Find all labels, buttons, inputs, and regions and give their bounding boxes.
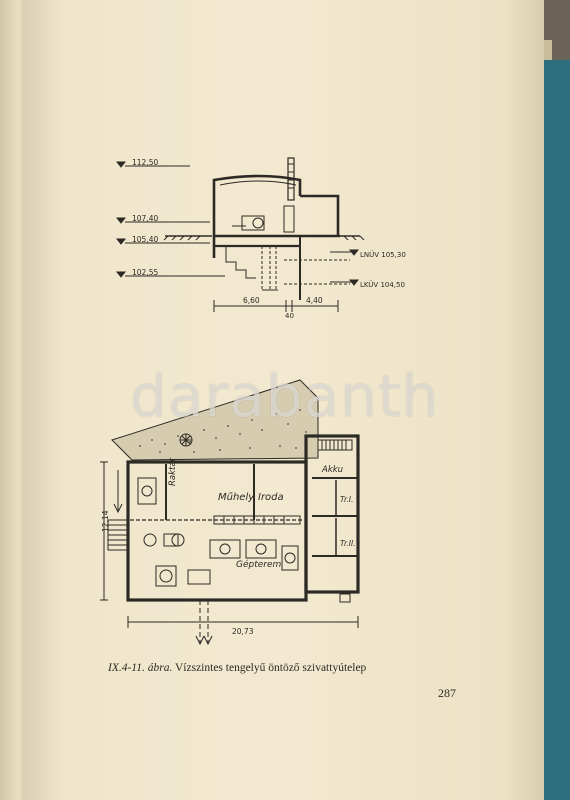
page-number: 287	[438, 686, 456, 700]
watermark: darabanth	[130, 362, 440, 430]
elevation-label: 112,50	[132, 158, 158, 167]
room-label: Akku	[321, 465, 343, 475]
elevation-label: 107,40	[132, 214, 158, 223]
room-label: Iroda	[258, 492, 284, 503]
figure-title: Vízszintes tengelyű öntöző szivattyútele…	[175, 662, 367, 674]
section-labels: 112,50 107,40 105,40 102,55 LNÜV 105,30 …	[132, 158, 406, 320]
elevation-label: 102,55	[132, 268, 158, 277]
room-label: Tr.I.	[340, 495, 353, 504]
figure-number: IX.4-11.	[108, 662, 145, 674]
elevation-label: 105,40	[132, 235, 158, 244]
section-drawing	[115, 157, 365, 312]
dimension-label: 20,73	[232, 627, 254, 636]
floor-plan	[100, 379, 360, 646]
room-label: Tr.II.	[340, 539, 356, 548]
dimension-label: 4,40	[306, 296, 323, 305]
figure-label: ábra.	[147, 662, 173, 674]
room-label: Műhely	[218, 491, 255, 503]
dimension-label: 12,14	[101, 510, 110, 532]
book-cover-edge	[544, 60, 570, 800]
figure-caption: IX.4-11. ábra. Vízszintes tengelyű öntöz…	[108, 662, 366, 674]
dimension-label: 6,60	[243, 296, 260, 305]
elevation-label: LKÜV 104,50	[360, 280, 405, 289]
elevation-label: LNÜV 105,30	[360, 250, 406, 259]
room-label: Raktár	[168, 457, 178, 486]
plan-labels: Akku Raktár Műhely Iroda Tr.I. Tr.II. Gé…	[101, 457, 356, 636]
room-label: Gépterem	[236, 559, 282, 570]
dimension-label: 40	[285, 312, 294, 320]
